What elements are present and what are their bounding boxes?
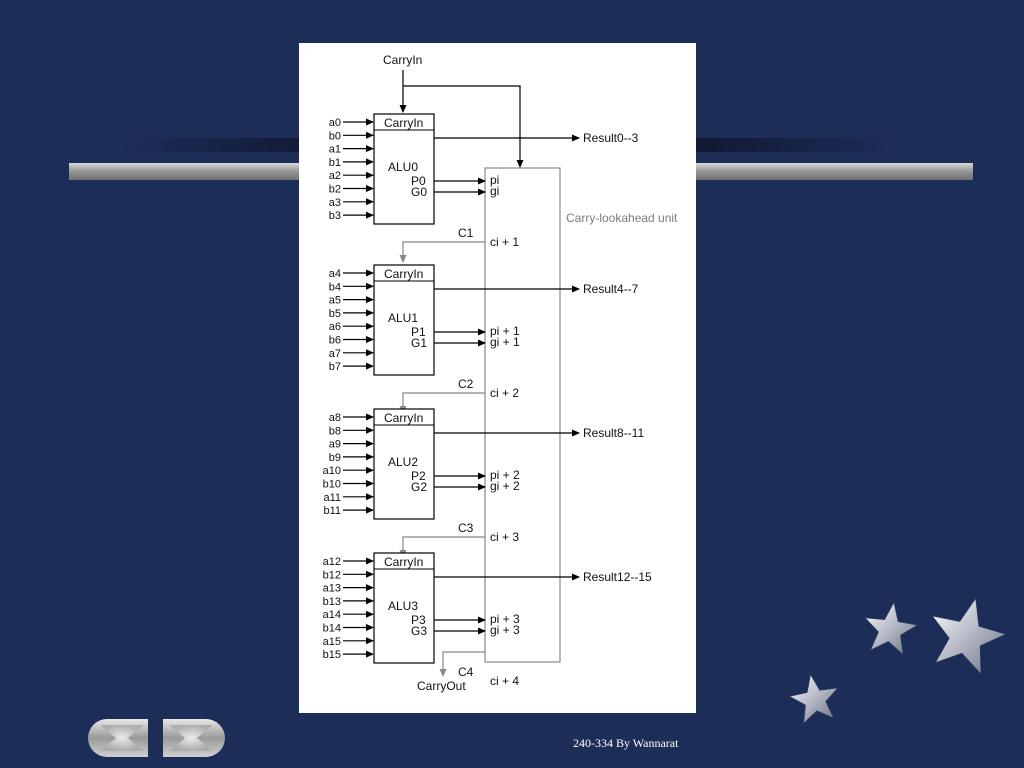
alu0-input-label: b2	[329, 184, 341, 196]
alu1-carry-wire	[399, 392, 485, 414]
previous-slide-icon	[88, 719, 148, 757]
alu3-input-label: a12	[323, 556, 341, 568]
alu2-input-label: b9	[329, 452, 341, 464]
alu1-input-label: b5	[329, 308, 341, 320]
alu2-input-label: a9	[329, 439, 341, 451]
alu2-input-label: b11	[323, 505, 341, 517]
carry-lookahead-unit	[484, 167, 561, 663]
alu3-result-label: Result12--15	[583, 570, 652, 584]
alu2-input-label: b8	[329, 425, 341, 437]
alu3-name: ALU3	[388, 599, 418, 613]
alu2-carry-label: C3	[458, 521, 474, 535]
alu2-g-label: G2	[411, 480, 427, 494]
star-icon	[863, 601, 919, 656]
alu0-input-label: a2	[329, 170, 341, 182]
alu0-carry-in-label: CarryIn	[384, 116, 423, 130]
alu0-gi-label: gi	[490, 184, 499, 198]
alu3-input-label: b12	[323, 569, 341, 581]
star-decoration	[788, 597, 1008, 725]
alu0-carry-label: C1	[458, 226, 474, 240]
carry-out-label: CarryOut	[417, 679, 466, 693]
alu1-gi-label: gi + 1	[490, 335, 520, 349]
alu1-name: ALU1	[388, 311, 418, 325]
alu1-pi-label: pi + 1	[490, 324, 520, 338]
alu3-input-label: b15	[323, 649, 341, 661]
alu0-result-label: Result0--3	[583, 131, 639, 145]
alu2-input-label: a11	[323, 492, 341, 504]
star-icon	[788, 673, 840, 725]
previous-slide-button[interactable]	[88, 719, 148, 757]
star-icon	[931, 597, 1008, 676]
footer-text: 240-334 By Wannarat	[573, 736, 679, 750]
alu1-input-label: b7	[329, 361, 341, 373]
alu0-carry-wire	[399, 241, 485, 263]
alu3-carry-label: C4	[458, 665, 474, 679]
carry-in-to-cla-wire	[403, 85, 524, 168]
alu2-name: ALU2	[388, 455, 418, 469]
alu2-input-label: a10	[323, 465, 341, 477]
alu-layer: CarryInALU0P0G0a0b0a1b1a2b2a3b3Result0--…	[323, 113, 652, 688]
alu2-ci-label: ci + 3	[490, 530, 519, 544]
carry-in-label: CarryIn	[383, 53, 422, 67]
alu2-carry-in-label: CarryIn	[384, 411, 423, 425]
alu0-p-label: P0	[411, 174, 426, 188]
alu0-input-label: a1	[329, 144, 341, 156]
alu1-ci-label: ci + 2	[490, 386, 519, 400]
alu1-carry-in-label: CarryIn	[384, 267, 423, 281]
alu1-input-label: a6	[329, 321, 341, 333]
alu0-box	[373, 113, 435, 225]
alu3-pi-label: pi + 3	[490, 612, 520, 626]
carry-out-wire	[439, 651, 485, 677]
alu1-box	[373, 264, 435, 376]
alu0-input-label: a3	[329, 197, 341, 209]
alu2-result-label: Result8--11	[583, 426, 644, 440]
alu0-input-label: b3	[329, 210, 341, 222]
alu3-carry-in-label: CarryIn	[384, 555, 423, 569]
alu0-ci-label: ci + 1	[490, 235, 519, 249]
alu0-input-label: b1	[329, 157, 341, 169]
alu1-carry-label: C2	[458, 377, 474, 391]
next-slide-button[interactable]	[163, 719, 225, 757]
alu1-input-label: a7	[329, 348, 341, 360]
alu3-input-label: a14	[323, 609, 341, 621]
alu2-gi-label: gi + 2	[490, 479, 520, 493]
alu1-result-label: Result4--7	[583, 282, 639, 296]
next-slide-icon	[163, 719, 225, 757]
alu0-pi-label: pi	[490, 173, 499, 187]
alu2-pi-label: pi + 2	[490, 468, 520, 482]
carry-lookahead-diagram: CarryIn Carry-lookahead unit CarryInALU0…	[323, 53, 678, 693]
alu0-name: ALU0	[388, 160, 418, 174]
alu1-g-label: G1	[411, 336, 427, 350]
alu1-p-label: P1	[411, 325, 426, 339]
alu3-p-label: P3	[411, 613, 426, 627]
alu3-input-label: a15	[323, 636, 341, 648]
alu2-box	[373, 408, 435, 520]
alu2-carry-wire	[399, 536, 485, 558]
alu0-input-label: b0	[329, 130, 341, 142]
alu3-box	[373, 552, 435, 664]
alu2-input-label: b10	[323, 479, 341, 491]
alu3-ci-label: ci + 4	[490, 674, 519, 688]
alu3-g-label: G3	[411, 624, 427, 638]
alu3-input-label: a13	[323, 583, 341, 595]
alu0-input-label: a0	[329, 117, 341, 129]
alu3-gi-label: gi + 3	[490, 623, 520, 637]
alu3-input-label: b13	[323, 596, 341, 608]
cla-label: Carry-lookahead unit	[566, 211, 678, 225]
alu1-input-label: a4	[329, 268, 341, 280]
alu1-input-label: a5	[329, 295, 341, 307]
alu2-input-label: a8	[329, 412, 341, 424]
alu3-input-label: b14	[323, 623, 341, 635]
alu1-input-label: b4	[329, 281, 341, 293]
alu1-input-label: b6	[329, 335, 341, 347]
alu0-g-label: G0	[411, 185, 427, 199]
alu2-p-label: P2	[411, 469, 426, 483]
